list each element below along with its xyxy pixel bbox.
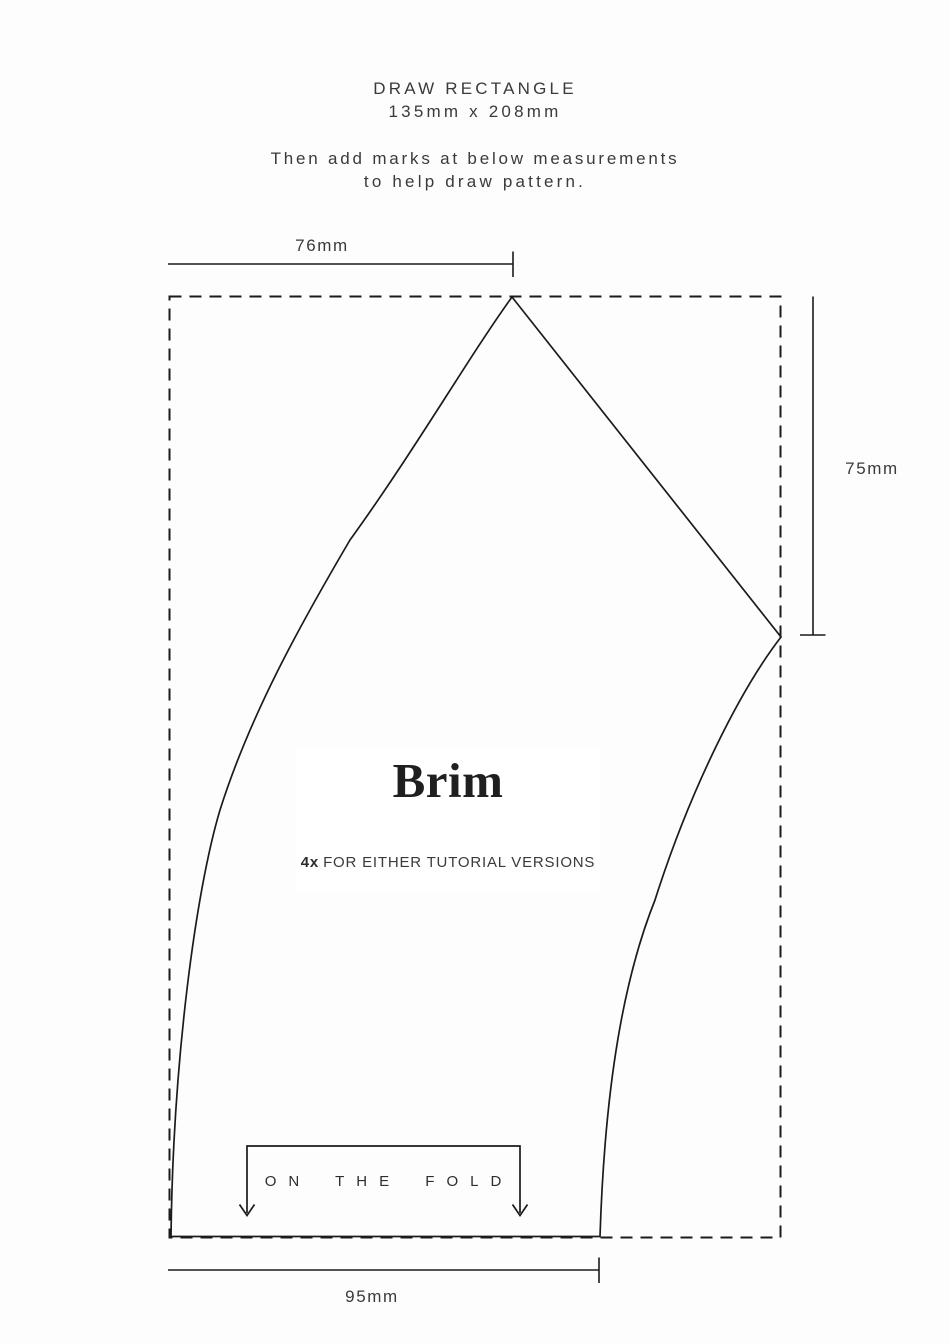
top-measurement-line: [168, 251, 514, 277]
instruction-subtitle-line1: Then add marks at below measurements: [270, 149, 680, 168]
brim-pattern-outline: [170, 295, 783, 1238]
cut-quantity: 4x: [300, 854, 320, 871]
fold-arrow-right-icon: [511, 1204, 529, 1218]
top-measurement-label: 76mm: [295, 236, 349, 255]
fold-arrow-left-icon: [238, 1204, 256, 1218]
bottom-measurement-label: 95mm: [345, 1287, 399, 1306]
instruction-header: DRAW RECTANGLE 135mm x 208mm Then add ma…: [0, 77, 950, 193]
fold-bracket: [238, 1145, 529, 1218]
cut-rectangle-dashed-outline: [168, 295, 782, 1239]
instruction-title-line2: 135mm x 208mm: [388, 102, 562, 121]
cut-note-text: FOR EITHER TUTORIAL VERSIONS: [323, 854, 596, 871]
right-measurement-line: [800, 296, 826, 636]
fold-label: ON THE FOLD: [264, 1173, 514, 1190]
fold-bracket-line: [246, 1145, 521, 1213]
pattern-name: Brim: [392, 753, 504, 808]
instruction-title-line1: DRAW RECTANGLE: [373, 79, 577, 98]
bottom-measurement-line: [168, 1257, 600, 1283]
instruction-subtitle-line2: to help draw pattern.: [363, 172, 587, 191]
right-measurement-label: 75mm: [845, 459, 899, 478]
